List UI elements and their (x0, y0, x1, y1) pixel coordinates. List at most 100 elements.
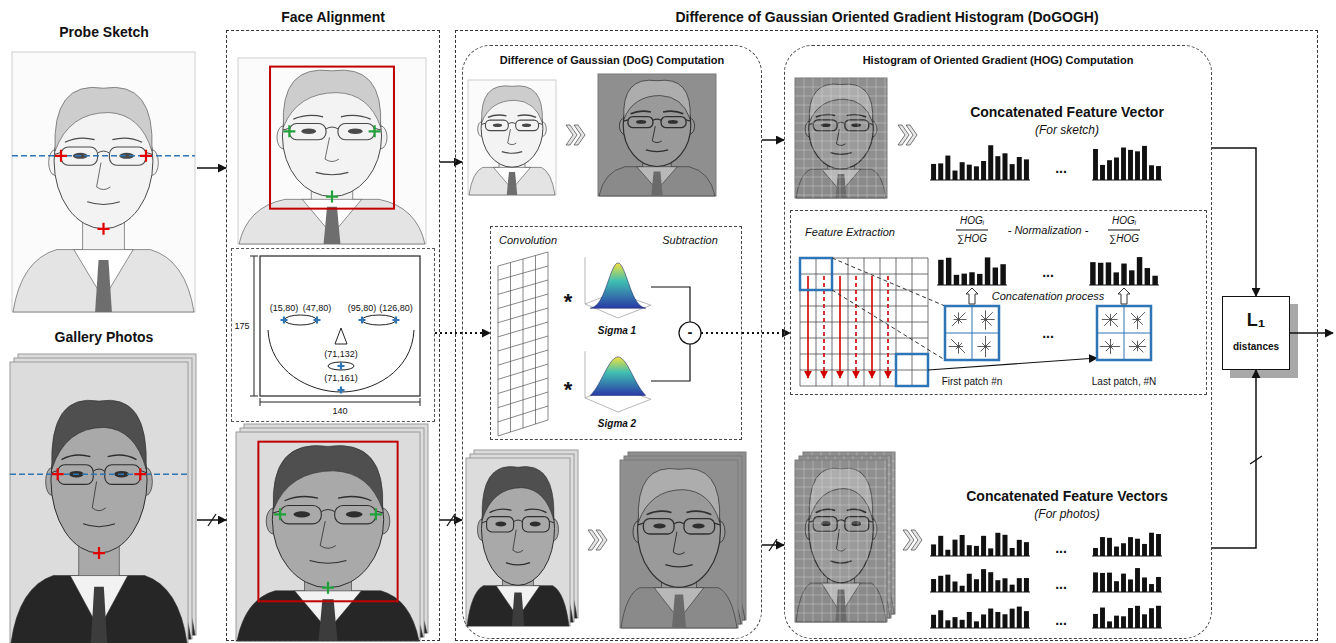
histogram-bar (981, 161, 986, 180)
gaussian-surface (590, 357, 645, 395)
eyebrow (285, 497, 318, 501)
flow-arrow (197, 519, 226, 521)
hair (52, 400, 147, 469)
histogram-bar (1149, 533, 1154, 556)
eye (346, 511, 363, 517)
histogram-bar (1107, 621, 1112, 628)
landmark-cross (140, 150, 152, 162)
convolution-grid (498, 252, 548, 436)
histogram-bar (974, 579, 979, 592)
plot-axes (585, 351, 651, 412)
histogram-bar (1114, 157, 1119, 180)
histogram-bar (1090, 262, 1095, 285)
scan-arrow (807, 276, 809, 378)
glasses-bridge (638, 522, 720, 525)
histogram-bar (1100, 608, 1105, 628)
histogram-axis (1089, 285, 1159, 286)
eye (636, 120, 646, 124)
histogram-bar (995, 156, 1000, 180)
hog-grid (795, 460, 887, 622)
patch-frame (1097, 306, 1151, 360)
histogram-bar (954, 275, 959, 285)
histogram-bar (995, 533, 1000, 556)
eyebrow (816, 115, 835, 118)
node-text: (126,80) (379, 303, 413, 313)
dimension-value: 175 (234, 321, 249, 331)
eye-outline (285, 315, 317, 325)
eye (530, 521, 541, 526)
patch-window (896, 354, 928, 386)
eye (301, 129, 316, 134)
flow-arrow (1212, 148, 1256, 296)
node-text: (47,80) (303, 303, 332, 313)
histogram-bar (1121, 148, 1126, 180)
histogram (1089, 257, 1159, 285)
suit (467, 586, 569, 626)
histogram (930, 533, 1030, 556)
nose (836, 129, 845, 145)
histogram-bar (1156, 577, 1161, 592)
histogram (1092, 606, 1162, 628)
tie (324, 207, 341, 244)
face-picture (236, 432, 420, 641)
patch-divider (1097, 306, 1151, 360)
glasses-bridge (482, 520, 554, 523)
eye (821, 123, 831, 127)
node-text: (95,80) (348, 303, 377, 313)
scan-arrow (871, 276, 873, 378)
patch-window (800, 258, 832, 290)
histogram-bar (967, 165, 972, 180)
patch-grid-ground (800, 258, 928, 386)
hollow-arrow (966, 288, 978, 304)
tie (95, 260, 112, 312)
histogram-bar (1003, 614, 1008, 628)
histogram-axis (930, 592, 1030, 593)
histogram-axis (1092, 592, 1162, 593)
histogram-bar (977, 274, 982, 285)
glasses-bridge (283, 127, 381, 130)
histogram-bar (938, 260, 943, 285)
histogram-bar (938, 536, 943, 556)
landmark-cross (338, 363, 345, 370)
landmark-cross (134, 468, 146, 480)
histogram-bar (946, 258, 951, 285)
tie (651, 172, 662, 196)
crop-frame (270, 67, 394, 209)
eyebrow (338, 497, 371, 501)
tie (512, 592, 524, 626)
histogram-bar (981, 536, 986, 556)
histogram-bar (988, 609, 993, 628)
histogram-bar (988, 572, 993, 592)
glasses-rim (813, 517, 837, 532)
histogram-bar (953, 581, 958, 592)
histogram-axis (937, 285, 1007, 286)
subtraction-circle (679, 322, 701, 344)
histogram-bar (988, 548, 993, 556)
histogram-bar (953, 617, 958, 628)
glasses-rim (487, 517, 514, 532)
histogram-bar (1142, 146, 1147, 180)
histogram-bar (938, 610, 943, 628)
tie (836, 590, 847, 622)
glasses-bridge (51, 469, 146, 473)
distance-box: L₁distances (1222, 296, 1290, 370)
node-text: (15,80) (270, 303, 299, 313)
histogram-bar (1114, 616, 1119, 628)
mouth (83, 524, 115, 527)
mouth-outline (328, 362, 354, 370)
patch-frame (945, 306, 999, 360)
eyebrow (488, 115, 507, 117)
mouth (665, 565, 692, 567)
eyebrow (293, 115, 323, 119)
face-picture (795, 460, 887, 622)
eye-outline (362, 315, 396, 325)
nose (513, 530, 523, 553)
group-box: Face Alignment(15,80)(47,80)(95,80)(126,… (226, 30, 440, 641)
picture-ground (236, 432, 420, 641)
node-text: First patch #n (942, 376, 1003, 388)
histogram-bar (931, 615, 936, 628)
histogram-bar (985, 257, 990, 285)
image-panel: Probe Sketch (10, 22, 197, 312)
histogram-bar (1142, 544, 1147, 556)
